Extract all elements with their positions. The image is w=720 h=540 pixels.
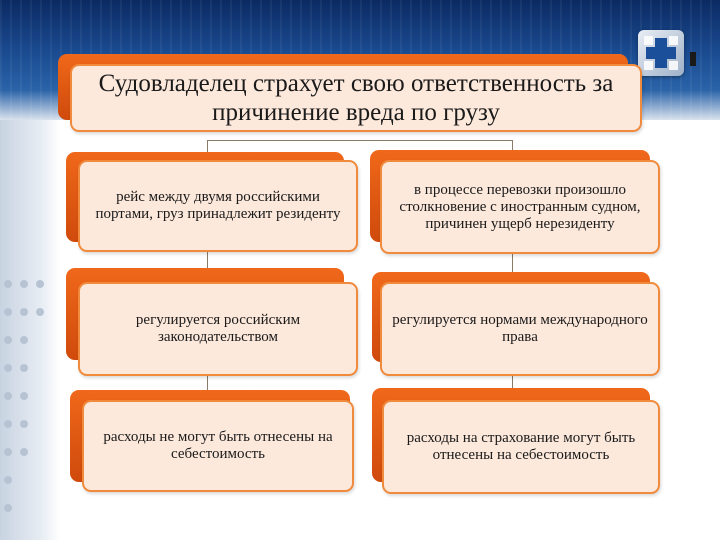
- right-box-3: расходы на страхование могут быть отнесе…: [382, 400, 660, 494]
- right-box-1: в процессе перевозки произошло столкнове…: [380, 160, 660, 254]
- left-background-band: [0, 120, 60, 540]
- connector-horizontal-top: [207, 140, 512, 141]
- medical-cross-icon: [638, 30, 684, 76]
- left-box-2: регулируется российским законодательство…: [78, 282, 358, 376]
- page-title: Судовладелец страхует свою ответственнос…: [70, 64, 642, 132]
- left-box-3: расходы не могут быть отнесены на себест…: [82, 400, 354, 492]
- connector-left-column: [207, 140, 208, 395]
- connector-right-column: [512, 140, 513, 395]
- left-box-1: рейс между двумя российскими портами, гр…: [78, 160, 358, 252]
- corner-marker: [690, 52, 696, 66]
- right-box-2: регулируется нормами международного прав…: [380, 282, 660, 376]
- decorative-dot-grid: [4, 280, 54, 530]
